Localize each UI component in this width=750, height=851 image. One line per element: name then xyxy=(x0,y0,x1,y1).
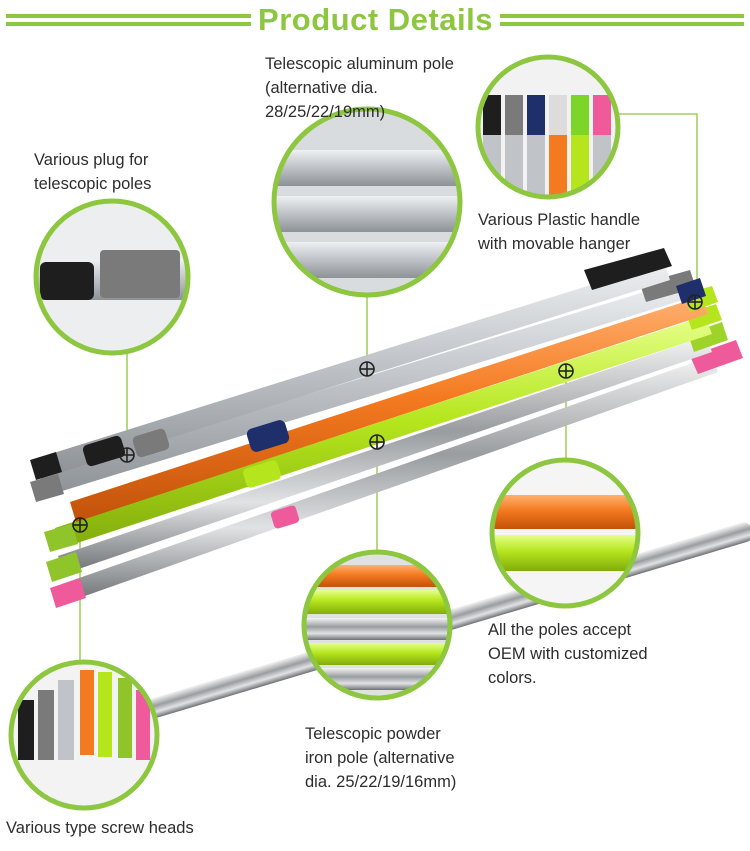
caption-oem: All the poles accept OEM with customized… xyxy=(488,621,648,687)
title-rule-right-bottom xyxy=(500,22,744,26)
poles-diagonal xyxy=(30,248,743,608)
zoom-oem-colors xyxy=(489,457,641,609)
caption-plastic-handle: Various Plastic handle with movable hang… xyxy=(478,211,641,253)
page-title: Product Details xyxy=(258,2,493,37)
title-rule-right-top xyxy=(500,14,744,18)
zoom-aluminum-pole xyxy=(271,106,463,298)
crosshair-marker-icon xyxy=(72,294,703,533)
pole-bundle xyxy=(30,248,750,727)
title-rule-left-top xyxy=(6,14,251,18)
zoom-powder-iron-pole xyxy=(301,549,453,701)
caption-screw-heads: Various type screw heads xyxy=(6,819,194,837)
zoom-plastic-handle xyxy=(475,54,621,200)
title-rule-left-bottom xyxy=(6,22,251,26)
zoom-screw-heads xyxy=(8,659,160,811)
caption-aluminum-pole: Telescopic aluminum pole (alternative di… xyxy=(265,55,454,121)
caption-powder-iron-pole: Telescopic powder iron pole (alternative… xyxy=(305,725,457,791)
zoom-plug xyxy=(33,198,191,356)
title-bar: Product Details xyxy=(0,0,750,44)
caption-plug: Various plug for telescopic poles xyxy=(34,151,152,193)
